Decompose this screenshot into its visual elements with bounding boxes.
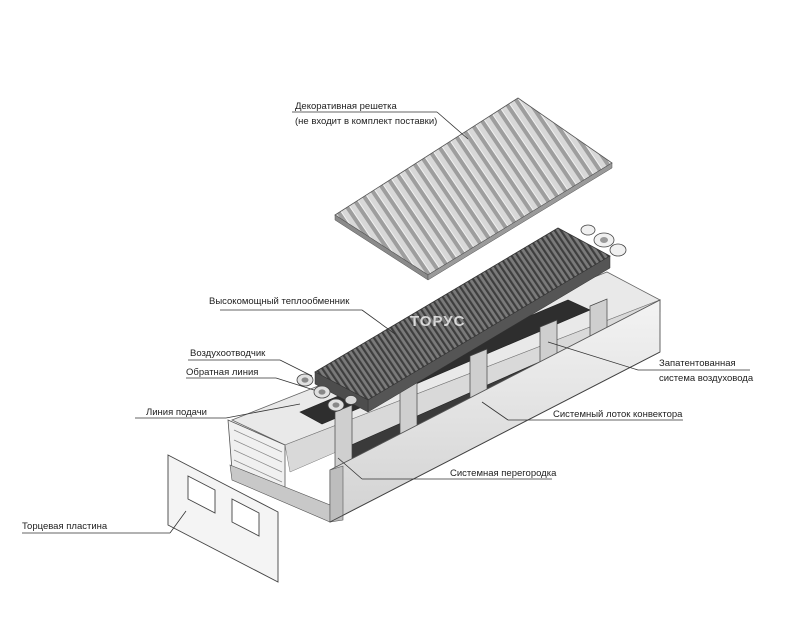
label-end-plate: Торцевая пластина xyxy=(22,521,108,532)
callout-labels: Декоративная решетка (не входит в компле… xyxy=(22,101,754,532)
watermark-text: ТОРУС xyxy=(410,313,465,330)
label-tray: Системный лоток конвектора xyxy=(553,409,683,420)
label-air-vent: Воздухоотводчик xyxy=(190,348,266,359)
leader-lines xyxy=(22,111,750,534)
label-partition: Системная перегородка xyxy=(450,468,557,479)
heat-exchanger xyxy=(314,227,611,413)
label-return-line: Обратная линия xyxy=(186,367,258,378)
label-airflow-line1: Запатентованная xyxy=(659,358,736,369)
label-grille-line2: (не входит в комплект поставки) xyxy=(295,116,437,127)
label-airflow-line2: система воздуховода xyxy=(659,373,754,384)
label-heat-exchanger: Высокомощный теплообменник xyxy=(209,296,350,307)
pipe-fittings xyxy=(296,373,358,412)
label-grille-line1: Декоративная решетка xyxy=(295,101,398,112)
decorative-grille xyxy=(334,97,613,281)
pipe-fittings-right xyxy=(580,224,627,257)
end-plate xyxy=(167,454,279,583)
label-supply-line: Линия подачи xyxy=(146,407,207,418)
